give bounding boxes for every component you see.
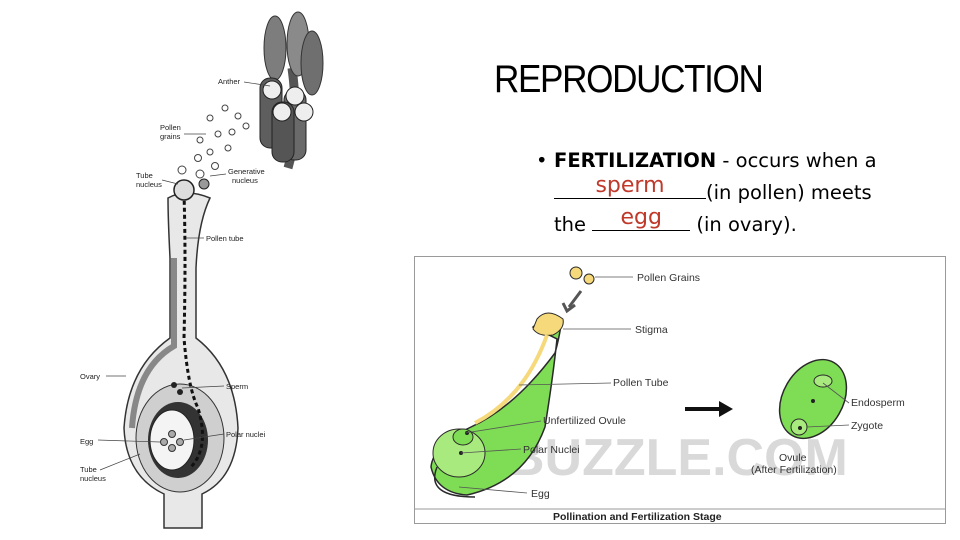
label-after-fertilization: (After Fertilization): [751, 464, 837, 476]
pollination-fertilization-diagram: BUZZLE.COM: [414, 256, 946, 524]
anther-illustration: [259, 11, 324, 170]
label-polar-nuclei: Polar nuclei: [226, 430, 266, 439]
bullet-line-1: • FERTILIZATION - occurs when a: [536, 146, 946, 176]
diagram-caption: Pollination and Fertilization Stage: [553, 511, 722, 523]
label-tube-nucleus-top-1: Tube: [136, 171, 153, 180]
slide-title: REPRODUCTION: [494, 58, 764, 101]
label-anther: Anther: [218, 77, 241, 86]
label-pollen-grains: Pollen Grains: [637, 272, 700, 284]
label-generative-nucleus-2: nucleus: [232, 176, 258, 185]
blank-egg: egg: [592, 205, 691, 231]
fertilization-bullet: • FERTILIZATION - occurs when a sperm (in …: [536, 146, 946, 240]
label-sperm: Sperm: [226, 382, 248, 391]
label-tube-nucleus-top-2: nucleus: [136, 180, 162, 189]
bullet-text-2: (in pollen) meets: [706, 181, 872, 204]
pollen-tube-diagram: Anther Pollen grains Tube nucleus Genera…: [80, 11, 324, 529]
bullet-text-4: (in ovary).: [690, 213, 797, 236]
label-stigma: Stigma: [635, 324, 668, 336]
bullet-line-2: sperm (in pollen) meets: [536, 173, 946, 208]
answer-sperm: sperm: [595, 173, 665, 198]
label-tube-nucleus-bottom-1: Tube: [80, 465, 97, 474]
bullet-symbol: •: [536, 149, 548, 172]
bullet-text-1: - occurs when a: [716, 149, 877, 172]
pollen-grains-illustration: [177, 104, 250, 179]
label-polar-nuclei-right: Polar Nuclei: [523, 444, 580, 456]
bullet-term: FERTILIZATION: [554, 149, 717, 172]
label-tube-nucleus-bottom-2: nucleus: [80, 474, 106, 483]
label-pollen-grains-1: Pollen: [160, 123, 181, 132]
bullet-line-3: the egg (in ovary).: [536, 205, 946, 240]
blank-sperm: sperm: [554, 173, 706, 199]
label-generative-nucleus-1: Generative: [228, 167, 265, 176]
label-endosperm: Endosperm: [851, 397, 905, 409]
label-pollen-tube-right: Pollen Tube: [613, 377, 669, 389]
label-egg-right: Egg: [531, 488, 550, 500]
label-pollen-grains-2: grains: [160, 132, 181, 141]
label-ovary: Ovary: [80, 372, 100, 381]
label-egg: Egg: [80, 437, 93, 446]
answer-egg: egg: [620, 205, 662, 230]
bullet-text-3: the: [554, 213, 593, 236]
label-ovule: Ovule: [779, 452, 807, 464]
label-unfertilized-ovule: Unfertilized Ovule: [543, 415, 626, 427]
label-zygote: Zygote: [851, 420, 883, 432]
watermark: BUZZLE.COM: [507, 429, 848, 487]
label-pollen-tube: Pollen tube: [206, 234, 244, 243]
